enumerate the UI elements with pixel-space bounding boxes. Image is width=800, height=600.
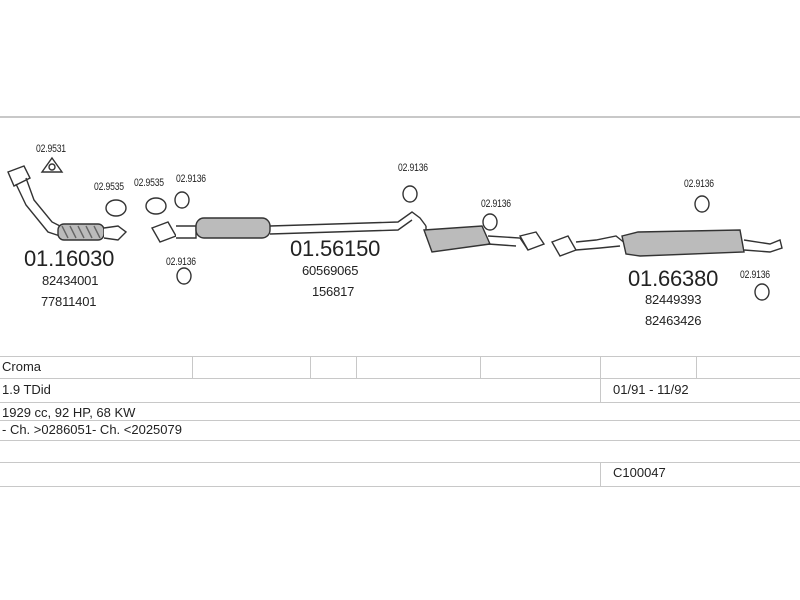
front-flange-icon — [7, 165, 31, 187]
part-number-rear-silencer: 01.66380 — [628, 266, 719, 291]
diagram-top-border — [0, 116, 800, 118]
ref-number: 82449393 — [645, 292, 702, 307]
table-divider — [480, 356, 481, 378]
part-number-middle-silencer: 01.56150 — [290, 236, 381, 261]
ring-gasket-icon — [105, 199, 127, 217]
middle-silencer-icon — [195, 217, 271, 239]
table-line — [0, 402, 800, 403]
table-divider — [192, 356, 193, 378]
ref-number: 77811401 — [41, 294, 97, 309]
gasket-label: 02.9136 — [740, 269, 770, 281]
table-line — [0, 440, 800, 441]
ring-gasket-icon — [174, 191, 190, 209]
table-line — [0, 486, 800, 487]
table-line — [0, 356, 800, 357]
model-cell: Croma — [2, 359, 42, 374]
table-divider — [356, 356, 357, 378]
rear-silencer-icon — [621, 229, 745, 257]
table-divider — [696, 356, 697, 378]
ring-gasket-icon — [482, 213, 498, 231]
ring-gasket-icon — [754, 283, 770, 301]
triangle-gasket-icon — [40, 156, 64, 173]
gasket-label: 02.9136 — [398, 162, 428, 174]
chassis-cell: - Ch. >0286051- Ch. <2025079 — [2, 422, 182, 437]
center-silencer-icon — [423, 225, 492, 253]
gasket-label: 02.9136 — [481, 198, 511, 210]
front-pipe-icon — [15, 177, 61, 237]
ref-number: 60569065 — [302, 263, 359, 278]
gasket-label: 02.9535 — [94, 181, 124, 193]
period-cell: 01/91 - 11/92 — [613, 382, 689, 397]
table-line — [0, 420, 800, 421]
engine-cell: 1.9 TDid — [2, 382, 51, 397]
gasket-label: 02.9136 — [684, 178, 714, 190]
ref-number: 82463426 — [645, 313, 702, 328]
specs-cell: 1929 cc, 92 HP, 68 KW — [2, 405, 136, 420]
gasket-label: 02.9136 — [176, 173, 206, 185]
table-line — [0, 462, 800, 463]
code-cell: C100047 — [613, 465, 666, 480]
middle-flange-icon — [150, 221, 178, 243]
rear-flange-icon — [550, 235, 578, 257]
ring-gasket-icon — [694, 195, 710, 213]
gasket-label: 02.9535 — [134, 177, 164, 189]
ring-gasket-icon — [145, 197, 167, 215]
gasket-label: 02.9136 — [166, 256, 196, 268]
ref-number: 156817 — [312, 284, 355, 299]
ring-gasket-icon — [402, 185, 418, 203]
ref-number: 82434001 — [42, 273, 99, 288]
table-divider — [600, 462, 601, 486]
part-number-flex-pipe: 01.16030 — [24, 246, 115, 271]
ring-gasket-icon — [176, 267, 192, 285]
table-divider — [600, 356, 601, 402]
table-line — [0, 378, 800, 379]
table-divider — [310, 356, 311, 378]
gasket-label: 02.9531 — [36, 143, 66, 155]
